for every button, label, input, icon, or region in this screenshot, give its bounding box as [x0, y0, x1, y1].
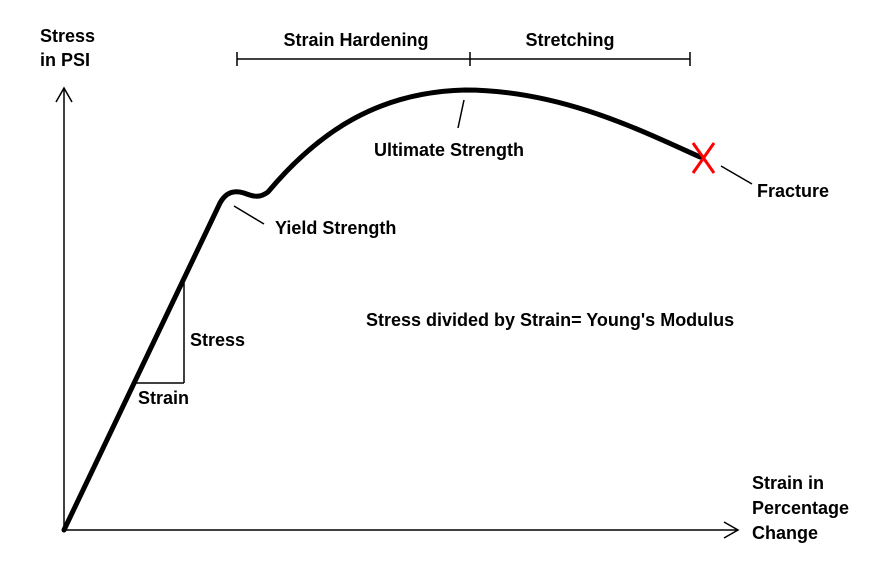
y-axis	[55, 86, 73, 530]
ultimate-strength-leader	[457, 99, 465, 129]
region-strain-hardening: Strain Hardening	[283, 30, 428, 50]
x-axis	[64, 521, 740, 539]
triangle-strain-label: Strain	[138, 388, 189, 408]
fracture-mark-icon	[691, 142, 716, 174]
y-axis-label-line2: in PSI	[40, 50, 90, 70]
x-axis-label-line1: Strain in	[752, 473, 824, 493]
yield-strength-label: Yield Strength	[275, 218, 396, 238]
y-axis-label-line1: Stress	[40, 26, 95, 46]
stress-strain-curve	[61, 87, 703, 533]
slope-triangle	[133, 283, 185, 384]
fracture-leader	[720, 165, 753, 185]
fracture-label: Fracture	[757, 181, 829, 201]
region-bracket	[236, 52, 691, 66]
x-axis-label-line2: Percentage	[752, 498, 849, 518]
triangle-stress-label: Stress	[190, 330, 245, 350]
region-stretching: Stretching	[525, 30, 614, 50]
yield-strength-leader	[233, 205, 265, 225]
x-axis-label-line3: Change	[752, 523, 818, 543]
youngs-modulus-label: Stress divided by Strain= Young's Modulu…	[366, 310, 734, 330]
ultimate-strength-label: Ultimate Strength	[374, 140, 524, 160]
